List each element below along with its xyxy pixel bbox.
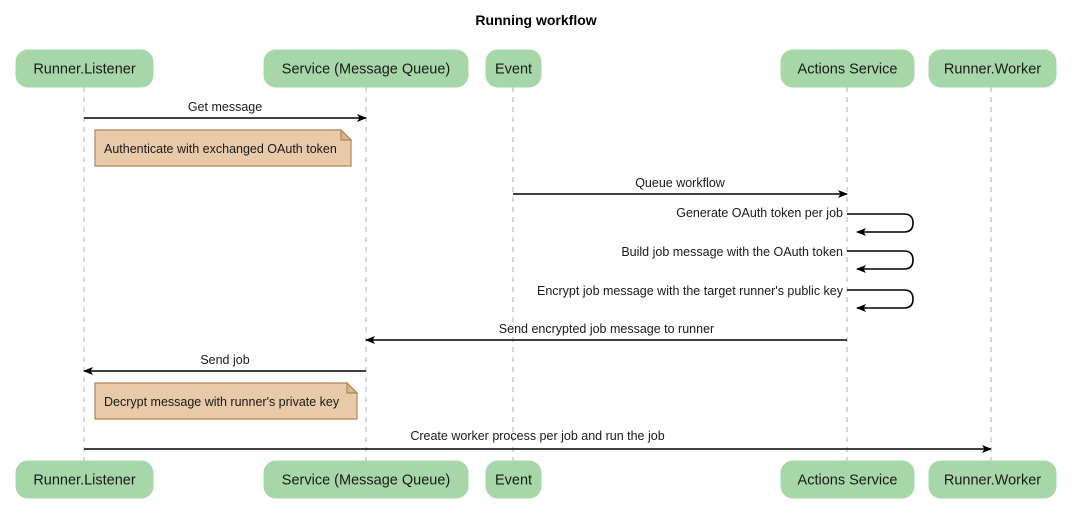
participants-bottom-row: Runner.Listener Service (Message Queue) Ev… <box>15 460 1057 499</box>
participant-label: Actions Service <box>798 62 898 78</box>
participant-box <box>928 49 1057 88</box>
participant-runner-listener-bottom[interactable]: Runner.Listener <box>15 460 154 499</box>
participant-label: Service (Message Queue) <box>282 62 450 78</box>
note-text: Authenticate with exchanged OAuth token <box>104 142 337 156</box>
message-send-job[interactable]: Send job <box>83 353 366 375</box>
message-label: Get message <box>188 100 262 114</box>
participant-label: Runner.Worker <box>944 473 1041 489</box>
participant-label: Runner.Listener <box>33 62 136 78</box>
message-encrypt-job-message[interactable]: Encrypt job message with the target runn… <box>537 284 914 312</box>
page-title: Running workflow <box>475 12 596 28</box>
participant-box <box>780 49 915 88</box>
participant-label: Runner.Worker <box>944 62 1041 78</box>
participant-box <box>263 460 469 499</box>
message-send-encrypted-job-message[interactable]: Send encrypted job message to runner <box>365 322 847 344</box>
participant-label: Runner.Listener <box>33 473 136 489</box>
note-body <box>94 129 352 167</box>
participant-box <box>263 49 469 88</box>
participant-actions-service-top[interactable]: Actions Service <box>780 49 915 88</box>
message-label: Encrypt job message with the target runn… <box>537 284 844 298</box>
participant-event-bottom[interactable]: Event <box>485 460 542 499</box>
note-authenticate-note[interactable]: Authenticate with exchanged OAuth token <box>94 128 353 167</box>
participant-label: Service (Message Queue) <box>282 473 450 489</box>
participant-box <box>15 49 154 88</box>
lifelines-layer <box>83 87 992 461</box>
participant-box <box>15 460 154 499</box>
message-label: Send encrypted job message to runner <box>499 322 714 336</box>
participant-service-mq-bottom[interactable]: Service (Message Queue) <box>263 460 469 499</box>
participants-top-row: Runner.Listener Service (Message Queue) Ev… <box>15 49 1057 88</box>
participant-box <box>485 49 542 88</box>
participant-actions-service-bottom[interactable]: Actions Service <box>780 460 915 499</box>
note-body <box>94 382 358 420</box>
participant-label: Event <box>495 473 532 489</box>
message-generate-oauth-token[interactable]: Generate OAuth token per job <box>676 206 914 236</box>
participant-label: Actions Service <box>798 473 898 489</box>
note-fold-corner-icon <box>340 128 353 141</box>
notes-layer: Authenticate with exchanged OAuth tokenD… <box>94 128 359 420</box>
message-label: Generate OAuth token per job <box>676 206 843 220</box>
participant-runner-worker-top[interactable]: Runner.Worker <box>928 49 1057 88</box>
message-label: Queue workflow <box>635 176 726 190</box>
message-get-message[interactable]: Get message <box>84 100 367 122</box>
self-message-loop <box>847 289 914 312</box>
self-message-loop <box>847 213 914 236</box>
participant-runner-listener-top[interactable]: Runner.Listener <box>15 49 154 88</box>
participant-event-top[interactable]: Event <box>485 49 542 88</box>
note-decrypt-note[interactable]: Decrypt message with runner's private ke… <box>94 381 359 420</box>
message-create-worker-process[interactable]: Create worker process per job and run th… <box>84 429 992 453</box>
message-label: Send job <box>200 353 249 367</box>
participant-runner-worker-bottom[interactable]: Runner.Worker <box>928 460 1057 499</box>
message-label: Create worker process per job and run th… <box>410 429 664 443</box>
participant-box <box>780 460 915 499</box>
note-text: Decrypt message with runner's private ke… <box>104 395 340 409</box>
participant-label: Event <box>495 62 532 78</box>
message-build-job-message[interactable]: Build job message with the OAuth token <box>621 245 914 273</box>
participant-box <box>485 460 542 499</box>
participant-service-mq-top[interactable]: Service (Message Queue) <box>263 49 469 88</box>
message-label: Build job message with the OAuth token <box>621 245 843 259</box>
participant-box <box>928 460 1057 499</box>
note-fold-corner-icon <box>346 381 359 394</box>
self-message-loop <box>847 250 914 273</box>
message-queue-workflow[interactable]: Queue workflow <box>513 176 848 198</box>
